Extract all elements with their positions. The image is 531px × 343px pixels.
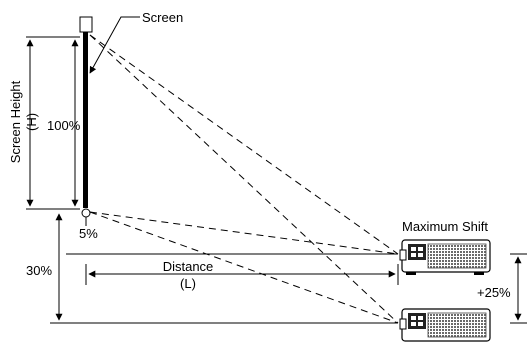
five-percent-dimension: 5%	[79, 217, 98, 241]
projector-upper	[399, 239, 491, 275]
hundred-percent-dimension: 100%	[47, 39, 81, 207]
screen-label: Screen	[142, 10, 183, 25]
projector-lower	[399, 308, 491, 342]
five-percent-label: 5%	[79, 226, 98, 241]
maximum-shift-label: Maximum Shift	[402, 219, 488, 234]
distance-dimension: Distance (L)	[85, 259, 399, 291]
screen-callout: Screen	[89, 10, 183, 74]
thirty-percent-dimension: 30%	[26, 213, 63, 321]
plus-25-percent-label: +25%	[477, 285, 511, 300]
screen-top-cap	[79, 16, 93, 33]
distance-symbol: (L)	[180, 276, 196, 291]
distance-label: Distance	[163, 259, 214, 274]
ray-lower-top	[89, 34, 399, 324]
ray-lower-bottom	[89, 211, 399, 324]
projection-rays	[89, 34, 399, 324]
screen-bar	[83, 32, 88, 208]
ray-upper-bottom	[89, 211, 399, 255]
thirty-percent-label: 30%	[26, 263, 52, 278]
screen-callout-line	[89, 16, 140, 74]
hundred-percent-label: 100%	[47, 118, 81, 133]
screen	[79, 16, 93, 218]
screen-height-label: Screen Height	[8, 80, 23, 163]
screen-height-symbol: (H)	[24, 113, 39, 131]
ray-upper-top	[89, 34, 399, 255]
screen-height-dimension: Screen Height (H)	[8, 36, 80, 210]
screen-bottom-knob	[81, 208, 91, 218]
plus-25-percent-dimension: +25%	[477, 253, 527, 324]
